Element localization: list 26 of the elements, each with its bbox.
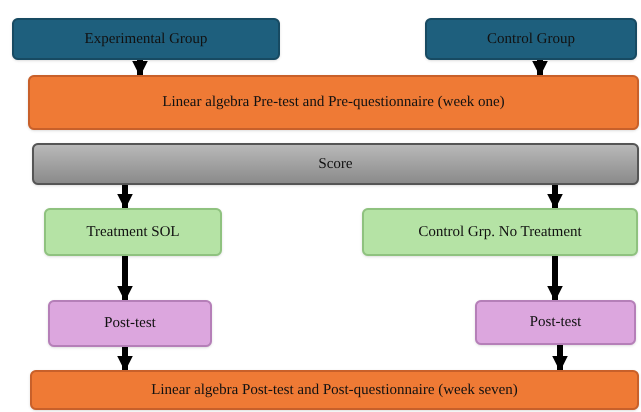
node-label: Control Group: [486, 30, 576, 48]
group-box: [425, 18, 637, 60]
node-label: Control Grp. No Treatment: [417, 222, 583, 242]
arrow: [547, 256, 563, 302]
node-label: Post-test: [103, 314, 157, 333]
node-label: Experimental Group: [84, 30, 208, 48]
group-box: [12, 18, 280, 60]
node-label: Linear algebra Post-test and Post-questionnaire (week seven): [150, 380, 519, 400]
node-label: Score: [317, 154, 354, 174]
score-bar: [32, 143, 639, 185]
arrow: [117, 347, 133, 372]
treatment-box: [44, 208, 222, 256]
arrow: [132, 60, 148, 77]
treatment-box: [362, 208, 638, 256]
arrow: [552, 345, 568, 372]
node-label: Linear algebra Pre-test and Pre-questionnaire (week one): [161, 93, 506, 112]
arrow: [117, 256, 133, 302]
arrow: [547, 185, 563, 210]
post-test-box: [48, 300, 212, 347]
arrow: [532, 60, 548, 77]
post-test-box: [475, 300, 636, 345]
test-banner: [30, 370, 639, 410]
test-banner: [28, 75, 639, 130]
node-label: Post-test: [528, 313, 582, 332]
arrow: [117, 185, 133, 210]
node-label: Treatment SOL: [85, 222, 181, 242]
